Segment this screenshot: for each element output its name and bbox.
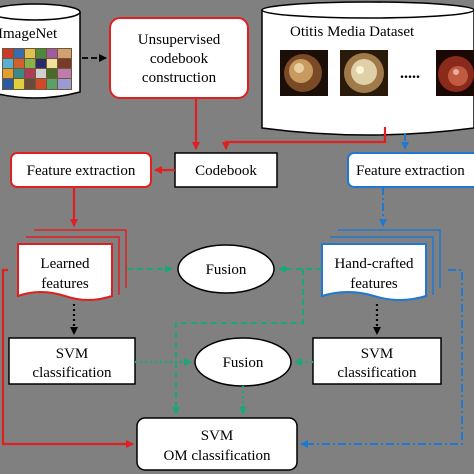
- learned-features-line2: features: [41, 276, 89, 292]
- feature-extraction-right-label: Feature extraction: [356, 163, 465, 179]
- handcrafted-features-line1: Hand-crafted: [334, 256, 414, 272]
- unsupervised-line3: construction: [142, 70, 217, 86]
- fusion-bottom-label: Fusion: [223, 355, 264, 371]
- svm-right-node: SVM classification: [312, 337, 442, 385]
- otoscope-image-1: [280, 50, 328, 96]
- learned-features-line1: Learned: [40, 256, 90, 272]
- learned-features-node: Learned features: [17, 229, 127, 301]
- unsupervised-line1: Unsupervised: [138, 32, 221, 48]
- svm-left-node: SVM classification: [8, 337, 136, 385]
- handcrafted-features-line2: features: [350, 276, 398, 292]
- otitis-dataset-label: Otitis Media Dataset: [290, 24, 415, 40]
- handcrafted-features-node: Hand-crafted features: [321, 229, 441, 301]
- unsupervised-codebook-node: Unsupervised codebook construction: [109, 17, 249, 99]
- imagenet-database: ImageNet: [0, 3, 81, 99]
- feature-extraction-left-label: Feature extraction: [27, 163, 136, 179]
- om-classification-line1: SVM: [201, 428, 234, 444]
- unsupervised-line2: codebook: [150, 51, 209, 67]
- dataset-ellipsis: .....: [400, 65, 420, 82]
- arrow-dataset-to-codebook-path: [222, 132, 387, 150]
- fusion-top-label: Fusion: [206, 262, 247, 278]
- otitis-dataset-database: Otitis Media Dataset .....: [261, 1, 474, 136]
- codebook-label: Codebook: [195, 163, 257, 179]
- fusion-bottom-node: Fusion: [194, 337, 292, 387]
- svm-right-line1: SVM: [361, 346, 394, 362]
- otoscope-image-2: [340, 50, 388, 96]
- codebook-node: Codebook: [174, 152, 278, 188]
- otoscope-image-3: [436, 50, 474, 96]
- arrow-handcrafted-to-om: [300, 269, 463, 448]
- om-classification-node: SVM OM classification: [136, 417, 298, 471]
- svm-left-line2: classification: [32, 365, 112, 381]
- imagenet-label: ImageNet: [0, 26, 58, 42]
- imagenet-thumbnail-grid: [2, 48, 72, 90]
- feature-extraction-left-node: Feature extraction: [10, 152, 152, 188]
- svm-right-line2: classification: [337, 365, 417, 381]
- svm-left-line1: SVM: [56, 346, 89, 362]
- fusion-top-node: Fusion: [177, 244, 275, 294]
- arrow-learned-to-om: [1, 268, 134, 448]
- feature-extraction-right-node: Feature extraction: [347, 152, 474, 188]
- om-classification-line2: OM classification: [163, 448, 271, 464]
